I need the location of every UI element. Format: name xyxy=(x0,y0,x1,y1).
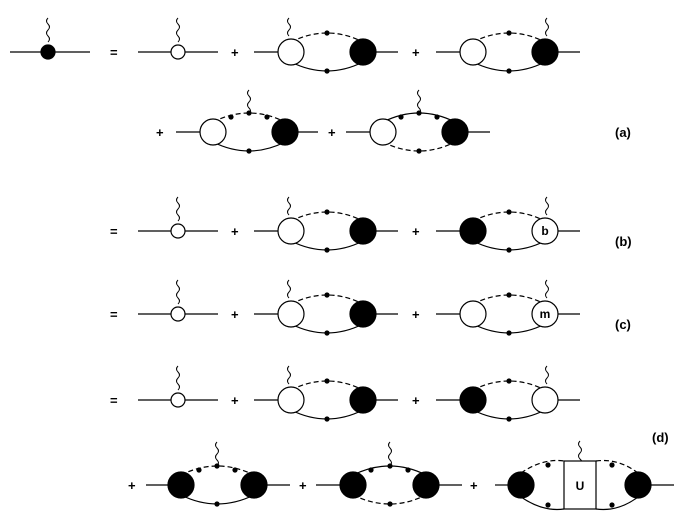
equation-label-c: (c) xyxy=(615,317,631,332)
plus-sign: + xyxy=(128,478,136,493)
loop-diagram-d5-interaction xyxy=(495,440,674,511)
loop-diagram-d4 xyxy=(316,441,462,507)
plus-sign: + xyxy=(412,307,420,322)
loop-diagram-c2 xyxy=(436,279,580,336)
loop-diagram-a2 xyxy=(436,17,580,74)
bare-vertex-diagram xyxy=(138,279,218,322)
plus-sign: + xyxy=(299,478,307,493)
loop-diagram-a4 xyxy=(346,89,490,154)
loop-diagram-b1 xyxy=(254,196,398,253)
plus-sign: + xyxy=(231,307,239,322)
plus-sign: + xyxy=(412,45,420,60)
equation-label-a: (a) xyxy=(615,125,631,140)
plus-sign: + xyxy=(231,45,239,60)
bare-vertex-diagram xyxy=(138,365,218,408)
bare-vertex-diagram xyxy=(138,196,218,239)
plus-sign: + xyxy=(231,224,239,239)
loop-diagram-a1 xyxy=(254,17,398,74)
equation-label-d: (d) xyxy=(652,430,669,445)
loop-diagram-c1 xyxy=(254,279,398,336)
loop-diagram-d1 xyxy=(254,365,398,422)
equation-label-b: (b) xyxy=(615,234,632,249)
equals-sign: = xyxy=(110,224,118,239)
plus-sign: + xyxy=(470,478,478,493)
box-label-u: U xyxy=(576,479,585,493)
vertex-label-b: b xyxy=(541,224,548,238)
loop-diagram-b2 xyxy=(436,196,580,253)
plus-sign: + xyxy=(412,393,420,408)
loop-diagram-d3 xyxy=(146,441,290,507)
vertex-label-m: m xyxy=(540,307,551,321)
lhs-full-vertex-diagram xyxy=(10,17,90,60)
plus-sign: + xyxy=(156,125,164,140)
plus-sign: + xyxy=(231,393,239,408)
plus-sign: + xyxy=(412,224,420,239)
bare-vertex-diagram xyxy=(138,17,218,60)
equals-sign: = xyxy=(110,45,118,60)
loop-diagram-a3 xyxy=(176,89,318,154)
plus-sign: + xyxy=(328,125,336,140)
loop-diagram-d2 xyxy=(436,365,580,422)
equals-sign: = xyxy=(110,393,118,408)
equals-sign: = xyxy=(110,307,118,322)
